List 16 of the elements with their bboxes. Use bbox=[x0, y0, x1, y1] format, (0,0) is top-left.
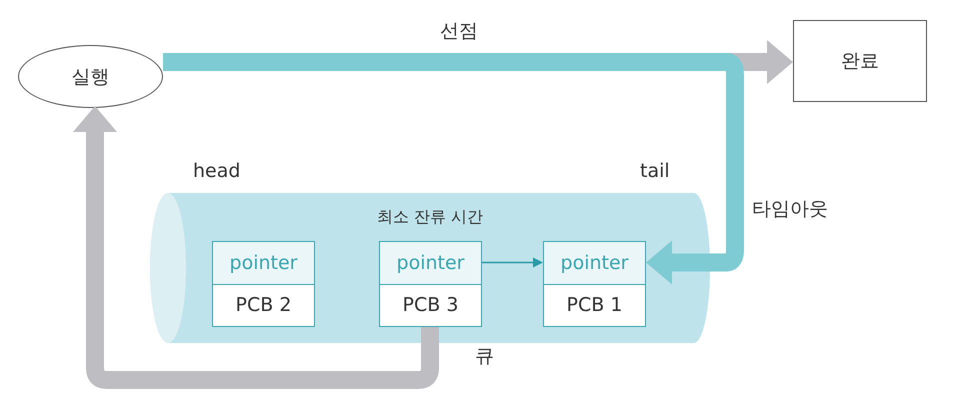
pcb-block bbox=[212, 241, 315, 327]
queue-end-label: head bbox=[193, 160, 240, 182]
process-box: 완료 bbox=[793, 20, 927, 102]
queue-end-label: tail bbox=[640, 160, 670, 182]
pcb-block bbox=[543, 241, 646, 327]
queue-title: 최소 잔류 시간 bbox=[376, 207, 484, 228]
edge-label: 선점 bbox=[440, 19, 478, 44]
pointer-field: pointer bbox=[544, 242, 645, 284]
transition-label: 타임아웃 bbox=[752, 197, 828, 222]
pcb-block bbox=[379, 241, 482, 327]
arrow bbox=[73, 106, 439, 389]
pointer-field: pointer bbox=[213, 242, 314, 284]
arrow bbox=[482, 258, 543, 268]
queue-caption: 큐 bbox=[475, 344, 494, 369]
pointer-field: pointer bbox=[380, 242, 481, 284]
process-ellipse: 실행 bbox=[18, 45, 163, 108]
